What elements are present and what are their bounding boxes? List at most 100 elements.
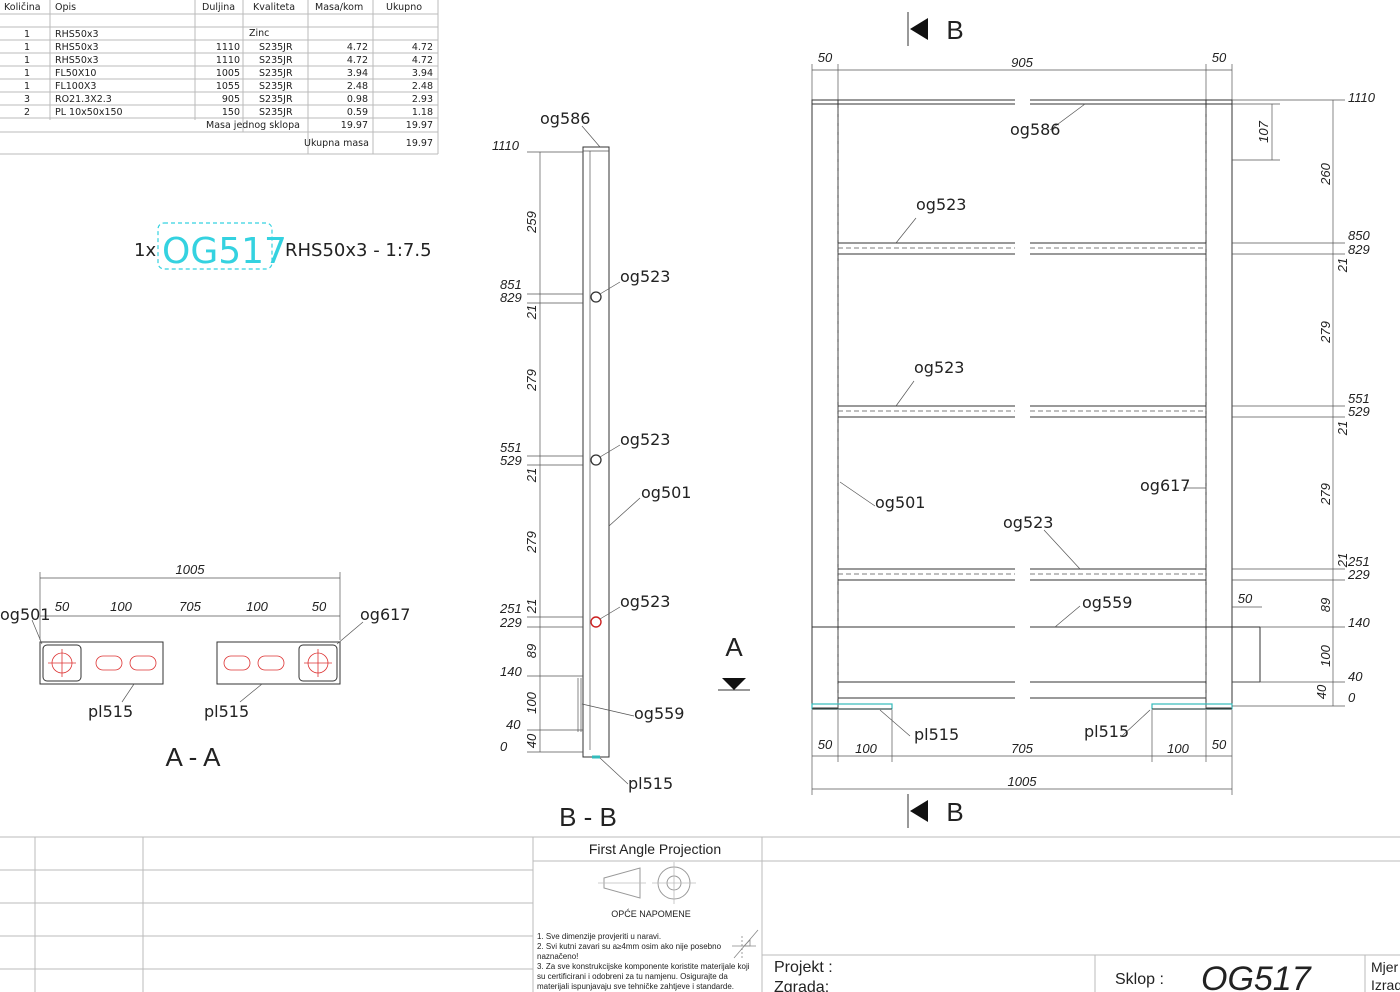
- bb-level-251: 251: [499, 601, 522, 616]
- bom-cell-total: 4.72: [412, 42, 433, 53]
- bom-cell-total: 2.93: [412, 94, 433, 105]
- bom-cell-len: 1055: [216, 81, 240, 92]
- bom-cell-desc: PL 10x50x150: [55, 107, 123, 118]
- bom-cell-len: 1110: [216, 55, 240, 66]
- bom-cell-qty: 1: [24, 42, 30, 53]
- bom-cell-mass: 4.72: [347, 55, 368, 66]
- bb-top-value: 1110: [492, 138, 520, 153]
- bom-cell-total: 1.18: [412, 107, 433, 118]
- fv-level-551: 551: [1348, 391, 1370, 406]
- bb-level-229: 229: [499, 615, 522, 630]
- bom-cell-len: 1005: [216, 68, 240, 79]
- project-label: Projekt :: [774, 959, 833, 976]
- weld-symbol-icon: [732, 929, 759, 959]
- first-angle-projection-icon: [598, 862, 696, 904]
- fv-part-bar3: og523: [1003, 513, 1053, 532]
- bom-cell-qty: 1: [24, 81, 30, 92]
- bom-cell-grade: S235JR: [259, 68, 293, 79]
- bb-dim-89: 89: [524, 644, 539, 658]
- bom-cell-grade: S235JR: [259, 94, 293, 105]
- fv-seg-89: 89: [1318, 598, 1333, 612]
- title-spec: RHS50x3 - 1:7.5: [285, 240, 432, 261]
- bom-cell-qty: 1: [24, 29, 30, 40]
- bb-dim-21a: 21: [524, 305, 539, 320]
- fv-bar-1: [838, 242, 1206, 255]
- fv-bar-2: [838, 405, 1206, 418]
- assembly-title: 1x OG517 RHS50x3 - 1:7.5: [134, 222, 432, 272]
- fv-seg-21c: 21: [1335, 553, 1350, 568]
- aa-dim-5: 50: [312, 599, 327, 614]
- bb-part-bar3: og523: [620, 592, 670, 611]
- assembly-value: OG517: [1201, 960, 1312, 992]
- bb-section-label: B - B: [559, 802, 617, 832]
- fv-level-850: 850: [1348, 228, 1370, 243]
- bom-total-mass-label: Ukupna masa: [304, 138, 369, 149]
- fv-dim-107: 107: [1256, 120, 1271, 142]
- fv-bottom-overall: 1005: [1008, 774, 1038, 789]
- title-mark: OG517: [162, 231, 287, 272]
- fv-level-529: 529: [1348, 404, 1370, 419]
- bb-level-529: 529: [500, 453, 522, 468]
- fv-level-829: 829: [1348, 242, 1370, 257]
- bb-level-829: 829: [500, 290, 522, 305]
- front-view: B B 50 905 50: [811, 12, 1376, 828]
- section-arrow-b-top: [910, 18, 928, 40]
- bom-cell-qty: 2: [24, 107, 30, 118]
- fv-seg-40: 40: [1314, 684, 1329, 699]
- aa-part-right: og617: [360, 605, 410, 624]
- fv-part-right-post: og617: [1140, 476, 1190, 495]
- bom-cell-mass: 0.59: [347, 107, 368, 118]
- bom-cell-qty: 1: [24, 68, 30, 79]
- fv-part-bar1: og523: [916, 195, 966, 214]
- bom-header-total: Ukupno: [386, 2, 422, 13]
- note-2: 2. Svi kutni zavari su a≥4mm osim ako ni…: [537, 942, 722, 951]
- bb-part-plate: pl515: [628, 774, 673, 793]
- fv-seg-279a: 279: [1318, 321, 1333, 344]
- bom-cell-mass: 4.72: [347, 42, 368, 53]
- bom-cell-total: 2.48: [412, 81, 433, 92]
- title-qty: 1x: [134, 240, 156, 261]
- building-label: Zgrada:: [774, 979, 829, 992]
- aa-dim-4: 100: [246, 599, 268, 614]
- bom-cell-grade: S235JR: [259, 107, 293, 118]
- bom-header-grade: Kvaliteta: [253, 2, 295, 13]
- bom-cell-total: 3.94: [412, 68, 433, 79]
- bom-cell-len: 905: [222, 94, 240, 105]
- aa-part-plate-left: pl515: [88, 702, 133, 721]
- bom-assembly-mass-label: Masa jednog sklopa: [206, 120, 300, 131]
- assembly-label: Sklop :: [1115, 971, 1164, 988]
- bb-part-bar2: og523: [620, 430, 670, 449]
- bb-level-40: 40: [506, 717, 521, 732]
- fv-part-plate-right: pl515: [1084, 722, 1129, 741]
- fv-part-flat: og559: [1082, 593, 1132, 612]
- bb-part-post: og501: [641, 483, 691, 502]
- bom-cell-mass: 3.94: [347, 68, 368, 79]
- aa-dim-2: 100: [110, 599, 132, 614]
- section-arrow-b-bottom: [910, 800, 928, 822]
- fv-side-dim-50: 50: [1238, 591, 1253, 606]
- bb-level-551: 551: [500, 440, 522, 455]
- bom-header-mass: Masa/kom: [315, 2, 363, 13]
- note-3-cont-1: su certificirani i odobreni za tu namjen…: [537, 972, 728, 981]
- fv-level-140: 140: [1348, 615, 1370, 630]
- fv-bottom-dim-1: 50: [818, 737, 833, 752]
- bom-cell-desc: FL100X3: [55, 81, 96, 92]
- aa-dim-3: 705: [179, 599, 201, 614]
- bom-cell-desc: RHS50x3: [55, 55, 99, 66]
- note-3-cont-2: materijali ispunjavaju sve tehničke zaht…: [537, 982, 734, 991]
- bom-header-length: Duljina: [202, 2, 235, 13]
- aa-section-label: A - A: [166, 742, 222, 772]
- bom-cell-len: 150: [222, 107, 240, 118]
- bb-dim-279a: 279: [524, 369, 539, 392]
- bom-cell-mass: 0.98: [347, 94, 368, 105]
- fv-seg-100: 100: [1318, 644, 1333, 666]
- bb-dim-100: 100: [524, 691, 539, 713]
- fv-bottom-dim-3: 705: [1011, 741, 1033, 756]
- bom-cell-qty: 3: [24, 94, 30, 105]
- bom-cell-desc: FL50X10: [55, 68, 96, 79]
- fv-level-40: 40: [1348, 669, 1363, 684]
- fv-part-bar2: og523: [914, 358, 964, 377]
- aa-part-plate-right: pl515: [204, 702, 249, 721]
